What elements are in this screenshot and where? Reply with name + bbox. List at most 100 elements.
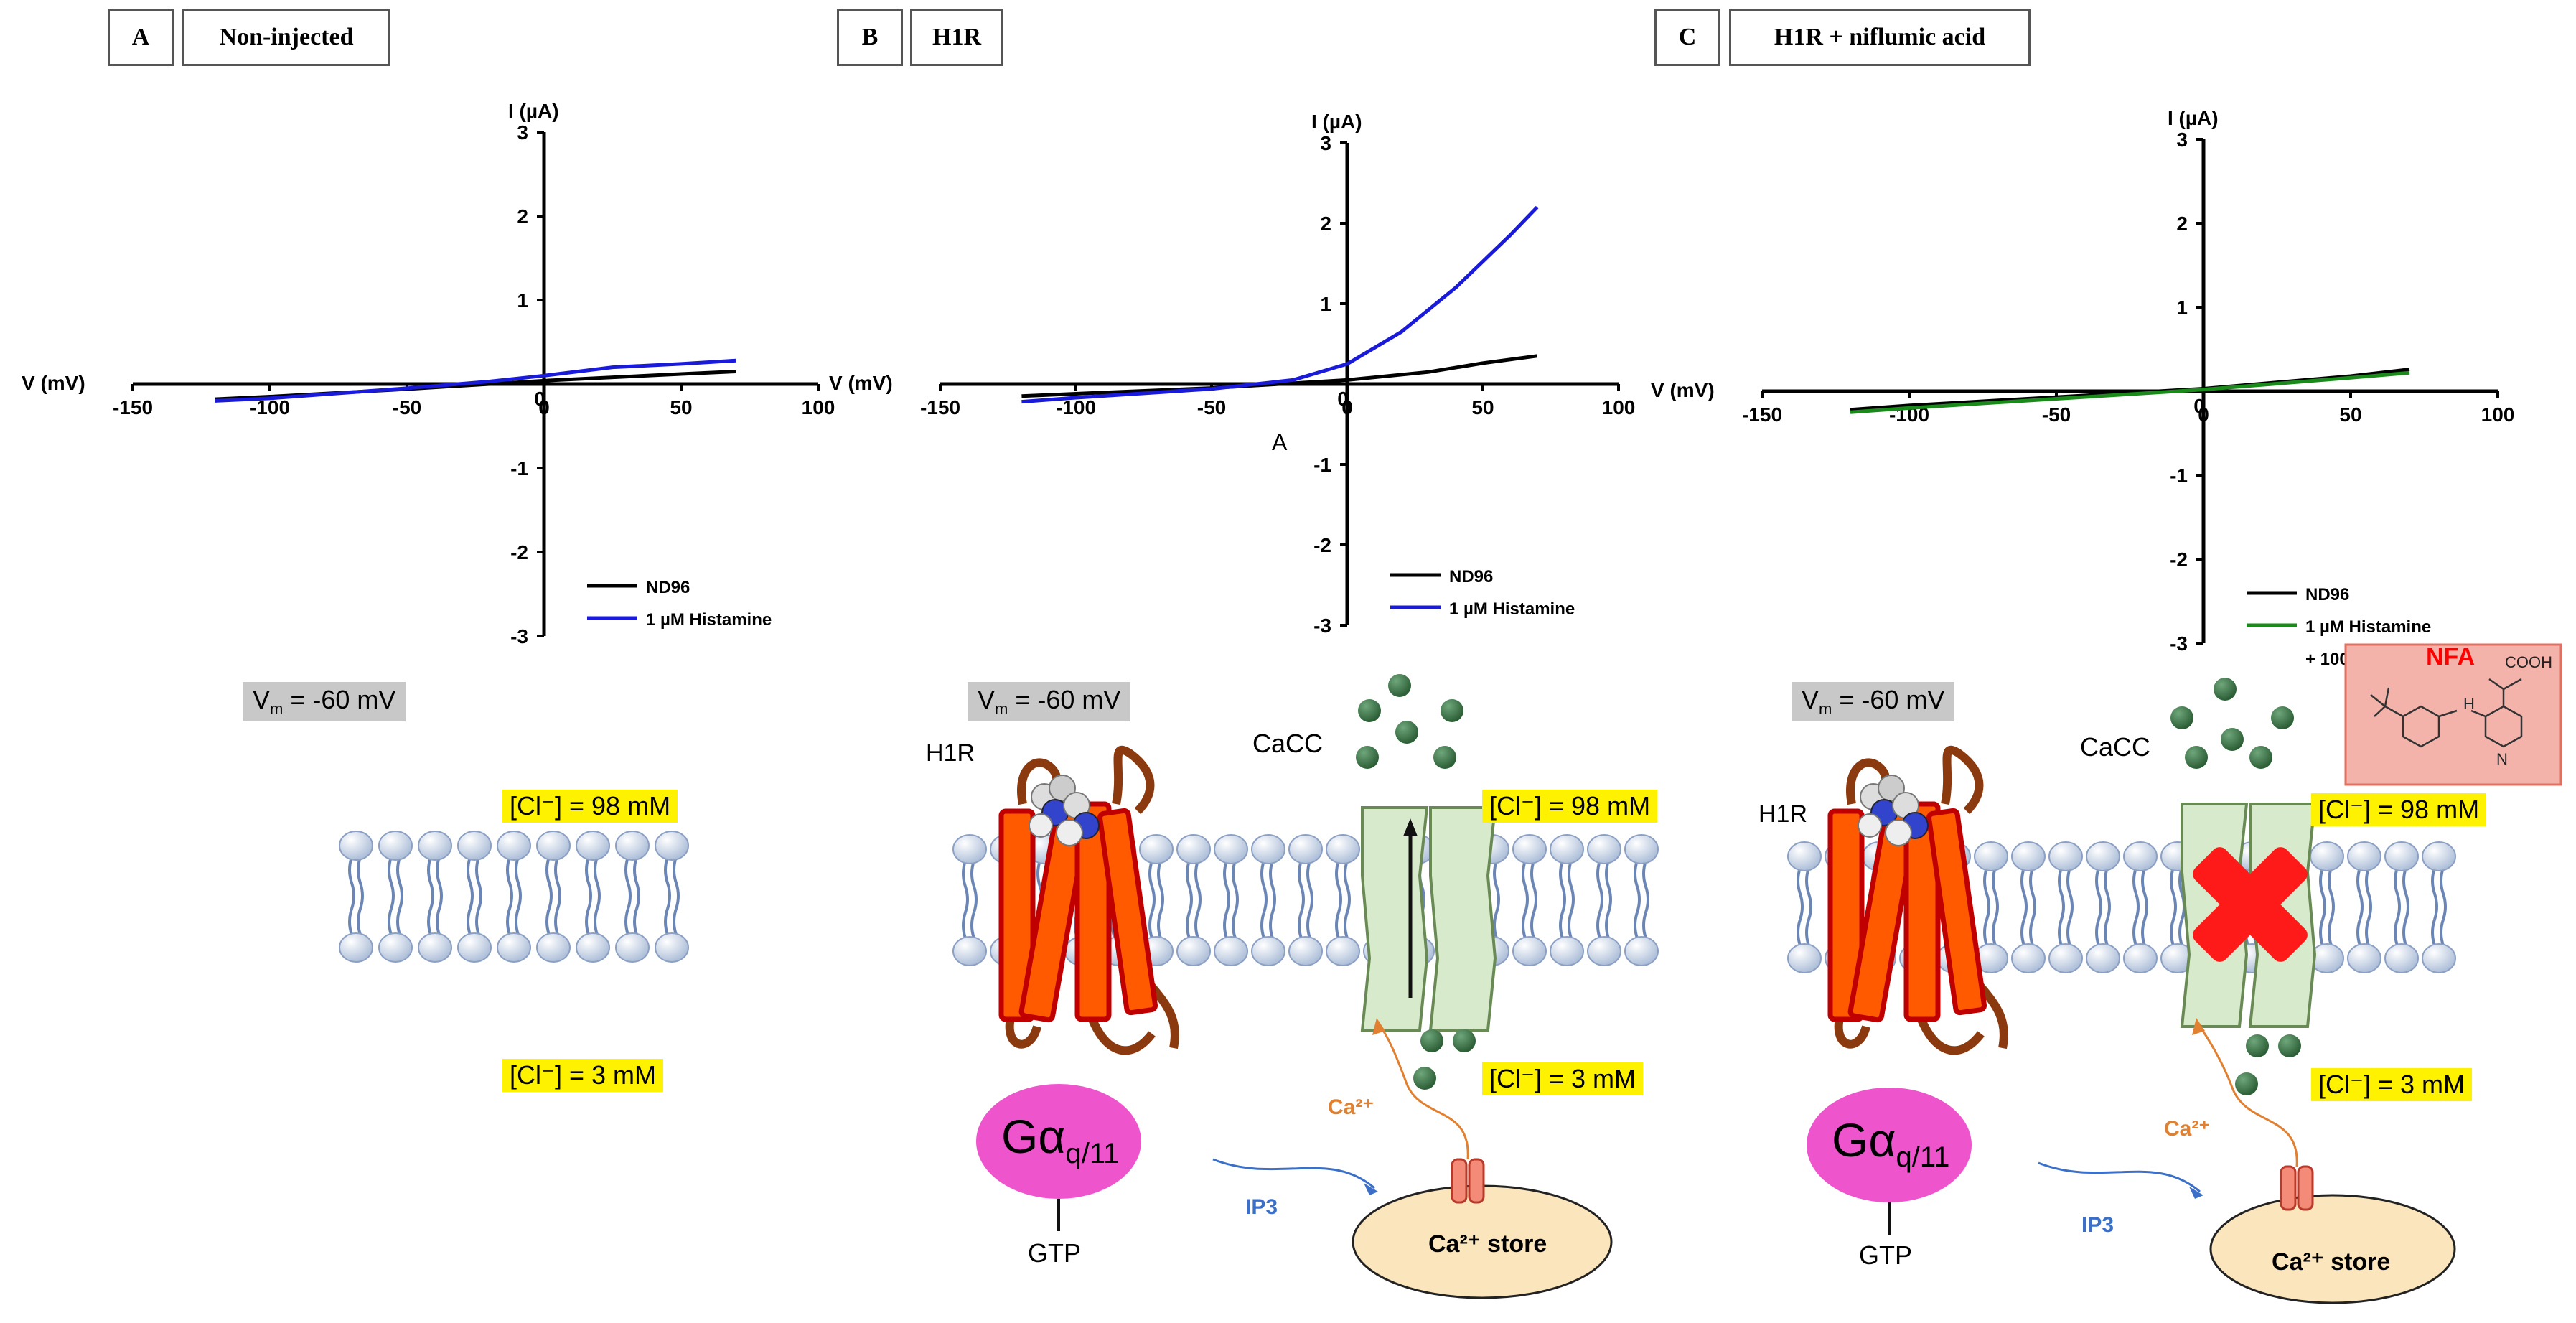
cacc-label-b: CaCC — [1252, 729, 1324, 758]
x-tick-label: -150 — [920, 396, 960, 419]
x-tick-label: 0 — [538, 396, 550, 419]
x-tick-label: 0 — [2198, 403, 2209, 426]
panel-title-b: H1R — [910, 9, 1003, 66]
ca-label-c: Ca²⁺ — [2164, 1117, 2211, 1141]
x-axis-label: V (mV) — [1651, 379, 1715, 401]
cl-in-b: [Cl⁻] = 3 mM — [1482, 1062, 1644, 1095]
panel-letter-a: A — [108, 9, 174, 66]
legend-label: ND96 — [646, 578, 690, 597]
panel-letter-c: C — [1654, 9, 1720, 66]
series-line-2 — [215, 358, 736, 403]
nfa-nh: H — [2463, 695, 2475, 713]
ip3-label-c: IP3 — [2081, 1213, 2114, 1237]
x-tick-label: 50 — [2339, 403, 2361, 426]
zero-tick-label: 0 — [2193, 395, 2205, 417]
panel-title-a: Non-injected — [182, 9, 390, 66]
x-tick-label: 100 — [2481, 403, 2515, 426]
y-tick-label: -3 — [1313, 614, 1331, 637]
y-axis-label: I (µA) — [1311, 111, 1362, 133]
x-tick-label: 100 — [802, 396, 835, 419]
x-tick-label: -150 — [113, 396, 153, 419]
vm-label-a: Vm = -60 mV — [243, 682, 406, 722]
y-tick-label: 3 — [517, 121, 528, 144]
galpha-label-c: Gαq/11 — [1832, 1113, 1950, 1174]
y-tick-label: 1 — [517, 289, 528, 312]
x-tick-label: -150 — [1742, 403, 1782, 426]
membrane-b — [952, 674, 1659, 1299]
y-tick-label: 1 — [1320, 293, 1331, 315]
panel-title-c: H1R + niflumic acid — [1729, 9, 2031, 66]
y-tick-label: -1 — [1313, 454, 1331, 476]
h1r-receptor-c — [1830, 750, 2004, 1051]
chloride-dots-c — [2170, 678, 2301, 1095]
y-tick-label: -2 — [2170, 548, 2188, 571]
series-line-2 — [1850, 370, 2410, 414]
y-tick-label: 3 — [1320, 132, 1331, 154]
y-tick-label: -2 — [1313, 534, 1331, 556]
cacc-label-c: CaCC — [2080, 732, 2151, 762]
galpha-b — [976, 1084, 1141, 1199]
y-tick-label: -3 — [510, 625, 528, 648]
series-line-2 — [1021, 205, 1539, 404]
cl-out-c: [Cl⁻] = 98 mM — [2311, 793, 2487, 826]
h1r-label-c: H1R — [1758, 800, 1808, 828]
nfa-structure — [2344, 643, 2562, 786]
y-axis-label: I (µA) — [2168, 107, 2219, 129]
cl-in-c: [Cl⁻] = 3 mM — [2311, 1068, 2473, 1101]
x-tick-label: -50 — [2042, 403, 2071, 426]
y-tick-label: 1 — [2176, 296, 2188, 319]
panel-letter-b: B — [837, 9, 903, 66]
zero-tick-label: 0 — [1337, 388, 1349, 410]
y-tick-label: 2 — [517, 205, 528, 228]
legend-label: ND96 — [2305, 585, 2349, 604]
cl-in-a: [Cl⁻] = 3 mM — [502, 1059, 664, 1092]
x-tick-label: 0 — [1341, 396, 1353, 419]
gtp-label-c: GTP — [1859, 1240, 1913, 1270]
y-tick-label: 2 — [1320, 212, 1331, 235]
ca-label-b: Ca²⁺ — [1328, 1095, 1374, 1119]
legend-label: 1 µM Histamine — [2305, 617, 2431, 637]
legend-label: 1 µM Histamine — [646, 610, 772, 630]
zero-tick-label: 0 — [534, 388, 545, 410]
nfa-n: N — [2496, 750, 2508, 768]
y-tick-label: -3 — [2170, 632, 2188, 655]
vm-label-c: Vm = -60 mV — [1792, 682, 1955, 722]
stray-label: A — [1272, 429, 1288, 455]
x-tick-label: -50 — [393, 396, 421, 419]
cl-out-a: [Cl⁻] = 98 mM — [502, 790, 678, 823]
x-tick-label: 50 — [670, 396, 692, 419]
nfa-title: NFA — [2426, 643, 2475, 670]
x-tick-label: -50 — [1197, 396, 1226, 419]
nfa-cooh: COOH — [2505, 653, 2552, 671]
y-tick-label: -1 — [2170, 464, 2188, 487]
x-axis-label: V (mV) — [22, 372, 85, 394]
ca-store-label-c: Ca²⁺ store — [2272, 1248, 2391, 1276]
y-tick-label: -2 — [510, 541, 528, 564]
galpha-label-b: Gαq/11 — [1001, 1110, 1120, 1170]
gtp-label-b: GTP — [1028, 1238, 1082, 1268]
x-axis-label: V (mV) — [829, 372, 893, 394]
ca-store-label-b: Ca²⁺ store — [1428, 1230, 1547, 1258]
chloride-dots-b — [1356, 674, 1476, 1090]
ip3-label-b: IP3 — [1245, 1195, 1278, 1219]
legend-label: 1 µM Histamine — [1449, 599, 1575, 619]
cl-out-b: [Cl⁻] = 98 mM — [1482, 790, 1658, 823]
x-tick-label: 50 — [1471, 396, 1494, 419]
h1r-receptor-b — [1001, 750, 1175, 1051]
membrane-a — [338, 830, 690, 963]
membrane-c — [1786, 678, 2457, 1304]
vm-label-b: Vm = -60 mV — [968, 682, 1131, 722]
galpha-c — [1807, 1088, 1972, 1202]
y-axis-label: I (µA) — [508, 100, 559, 122]
channel-block-x — [2193, 847, 2308, 962]
y-tick-label: 3 — [2176, 128, 2188, 151]
y-tick-label: 2 — [2176, 212, 2188, 235]
x-tick-label: 100 — [1602, 396, 1636, 419]
h1r-label-b: H1R — [926, 739, 975, 767]
legend-label: ND96 — [1449, 567, 1493, 586]
